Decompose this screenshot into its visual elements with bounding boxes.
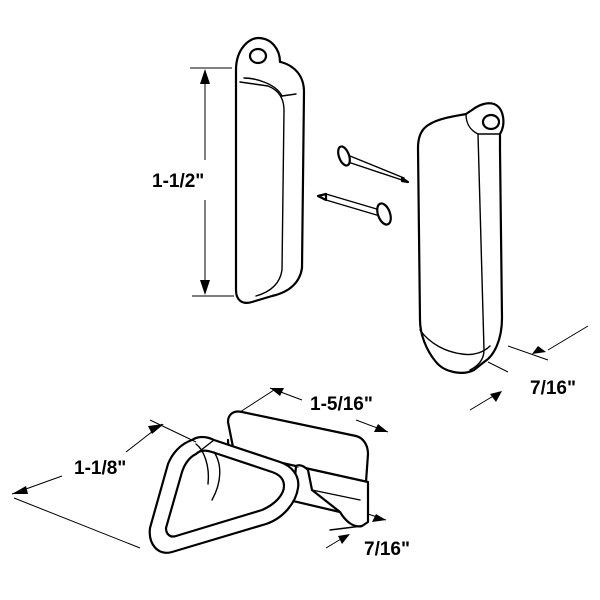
left-clip [234, 36, 306, 304]
nail-bottom [316, 192, 392, 226]
nail-top [337, 145, 410, 184]
right-clip [416, 102, 505, 374]
label-guide-depth: 7/16" [364, 539, 410, 560]
dim-clip-height: 1-1/2" [152, 67, 234, 297]
pull-handle [148, 435, 300, 554]
label-guide-length: 1-5/16" [310, 394, 373, 415]
label-clip-height: 1-1/2" [152, 171, 204, 192]
left-clip-eyelet [248, 47, 268, 65]
right-clip-eyelet [481, 113, 501, 131]
dim-clip-depth: 7/16" [469, 325, 589, 411]
dim-guide-length: 1-5/16" [239, 387, 389, 433]
label-handle-width: 1-1/8" [74, 458, 126, 479]
label-clip-depth: 7/16" [530, 378, 576, 399]
dim-guide-depth: 7/16" [325, 513, 410, 560]
dim-handle-width: 1-1/8" [11, 419, 197, 549]
